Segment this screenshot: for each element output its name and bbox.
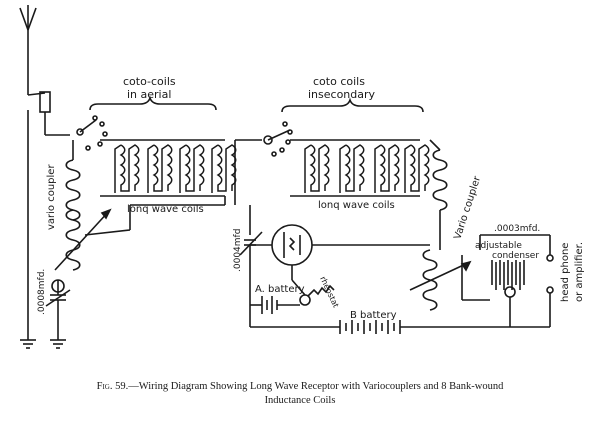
brace-aerial: [89, 95, 217, 111]
tap-switch-secondary: [263, 121, 293, 157]
head-phone-terminals: [546, 235, 554, 327]
b-battery: [339, 320, 401, 334]
rheostat: [291, 279, 335, 306]
grid-condenser: [239, 205, 272, 256]
figure-caption: Fig. 59.—Wiring Diagram Showing Long Wav…: [20, 380, 580, 408]
label-a-battery: A. battery: [255, 284, 305, 295]
label-rheostat: rheostat: [318, 275, 340, 309]
coto-coils-secondary: [304, 144, 430, 194]
label-cap-0008: .0008mfd.: [37, 269, 47, 315]
caption-fig-number: Fig. 59.: [96, 381, 129, 392]
label-vario-right: Vario coupler: [452, 174, 483, 241]
label-long-wave-1: lonq wave coils: [127, 204, 204, 215]
antenna-symbol: [19, 5, 37, 95]
vario-coupler-left: [54, 140, 112, 271]
label-coto-secondary: coto coils: [313, 75, 365, 88]
label-coto-aerial-2: in aerial: [127, 88, 171, 101]
ground-symbols: [20, 339, 66, 349]
aerial-switch: [27, 91, 51, 135]
label-amplifier: or amplifier.: [574, 242, 585, 302]
tap-switch-aerial: [76, 115, 108, 151]
brace-secondary: [281, 97, 424, 113]
label-condenser: condenser: [492, 251, 539, 261]
label-head-phone: head phone: [560, 243, 571, 302]
caption-line-2: Inductance Coils: [264, 395, 336, 406]
a-battery: [249, 245, 300, 314]
label-coto-aerial: coto-coils: [123, 75, 176, 88]
label-cap-0003: .0003mfd.: [494, 224, 540, 234]
adjustable-condenser: [462, 234, 550, 327]
condenser-0008: [45, 279, 71, 340]
vario-coupler-right: [409, 139, 472, 311]
label-vario-left: vario coupler: [46, 164, 57, 230]
coto-coils-aerial: [114, 144, 237, 194]
label-coto-secondary-2: insecondary: [308, 88, 376, 101]
caption-line-1: —Wiring Diagram Showing Long Wave Recept…: [128, 381, 504, 392]
label-long-wave-2: lonq wave coils: [318, 200, 395, 211]
label-adjustable: adjustable: [475, 241, 522, 251]
label-b-battery: B battery: [350, 310, 397, 321]
vacuum-tube: [271, 224, 430, 280]
label-cap-0004: .0004mfd: [233, 229, 243, 272]
